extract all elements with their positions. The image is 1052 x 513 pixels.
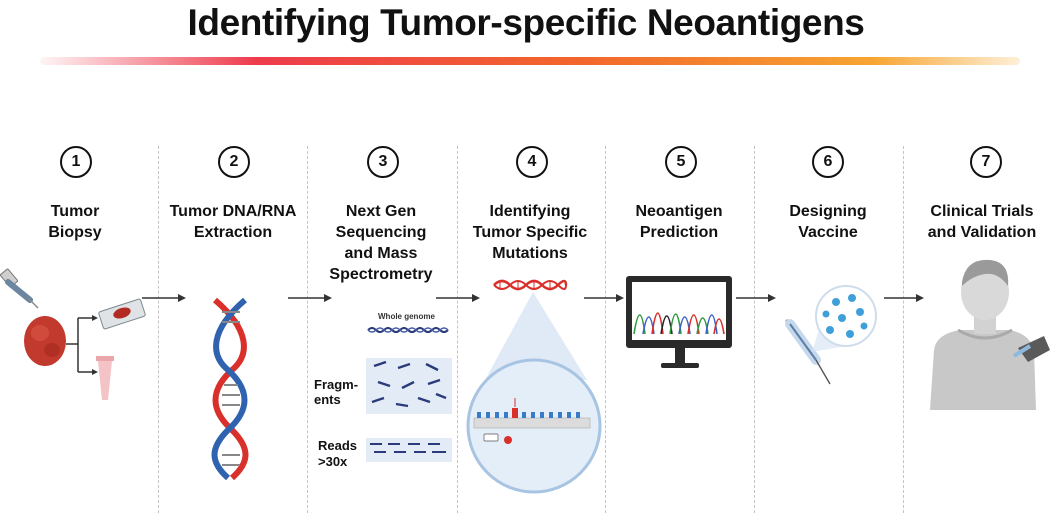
vaccine-particles-icon [815, 285, 877, 347]
syringe-icon [0, 268, 39, 309]
chromatogram-icon [633, 312, 725, 335]
step-3-number: 3 [367, 146, 399, 178]
dna-sequence-detail [473, 398, 591, 444]
slide-icon [98, 298, 146, 330]
tumor-tissue-icon [24, 316, 66, 366]
step-1-number: 1 [60, 146, 92, 178]
separator-6 [903, 146, 904, 513]
monitor-icon [626, 276, 732, 368]
step-6-label: Designing Vaccine [789, 203, 867, 241]
vaccine-illustration [784, 285, 877, 385]
title-gradient-bar [40, 57, 1020, 65]
arrow-1-to-2 [142, 294, 186, 302]
step-2-number: 2 [218, 146, 250, 178]
dna-helix-icon [211, 297, 249, 481]
page-title: Identifying Tumor-specific Neoantigens [187, 2, 865, 43]
mutation-illustration [466, 279, 602, 494]
fragments-label: Fragm- ents [314, 377, 359, 407]
separator-2 [307, 146, 308, 513]
separator-3 [457, 146, 458, 513]
test-tube-icon [96, 356, 114, 400]
separator-5 [754, 146, 755, 513]
separator-4 [605, 146, 606, 513]
step-4-number: 4 [516, 146, 548, 178]
vaccine-syringe-icon [784, 318, 831, 385]
arrow-2-to-3 [288, 294, 332, 302]
fragments [371, 360, 447, 408]
whole-genome-label: Whole genome [378, 312, 435, 321]
step-5-label: Neoantigen Prediction [635, 203, 723, 241]
step-4-label: Identifying Tumor Specific Mutations [472, 203, 588, 262]
step-7-label: Clinical Trials and Validation [927, 203, 1037, 241]
step-5-number: 5 [665, 146, 697, 178]
step-2-label: Tumor DNA/RNA Extraction [169, 203, 297, 241]
sequencing-illustration [366, 327, 452, 462]
separator-1 [158, 146, 159, 513]
whole-genome-strand [367, 327, 449, 333]
step-3-label: Next Gen Sequencing and Mass Spectrometr… [329, 203, 433, 283]
step-1-illustration [0, 268, 146, 400]
reads [370, 443, 446, 453]
step-6-number: 6 [812, 146, 844, 178]
arrow-4-to-5 [584, 294, 624, 302]
step-7-number: 7 [970, 146, 1002, 178]
dna-strand-icon [493, 279, 568, 291]
arrow-3-to-4 [436, 294, 480, 302]
arrow-6-to-7 [884, 294, 924, 302]
injection-hand [1012, 336, 1050, 362]
arrow-5-to-6 [736, 294, 776, 302]
reads-label: Reads >30x [318, 438, 358, 469]
step-1-label: Tumor Biopsy [48, 203, 102, 241]
